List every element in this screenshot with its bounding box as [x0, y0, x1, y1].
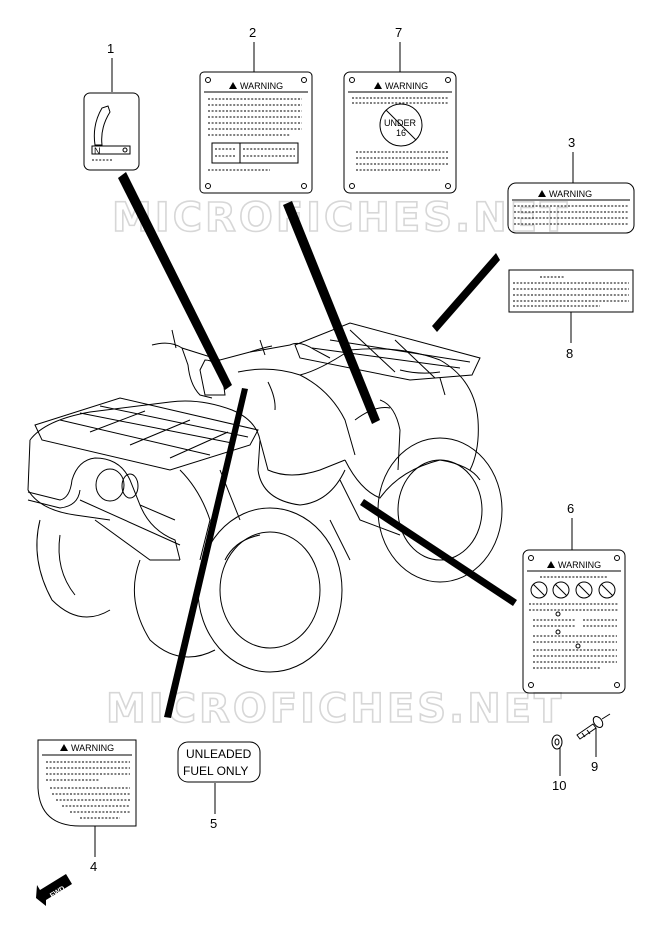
label-5-unleaded-fuel: UNLEADED FUEL ONLY [177, 741, 261, 783]
label-7-under-16: WARNING UNDER 16 [343, 71, 457, 194]
label-4-warning: WARNING [37, 739, 137, 827]
label-6-pictogram-warning: WARNING [522, 549, 626, 694]
atv-illustration [27, 322, 503, 673]
leader-bar-4 [164, 388, 248, 718]
callout-5: 5 [210, 816, 217, 831]
callout-4: 4 [90, 859, 97, 874]
under16-line1: UNDER [384, 118, 417, 128]
label-4-warning-title: WARNING [71, 743, 114, 753]
watermark-bottom: MICROFICHES.NET [106, 686, 564, 732]
label-1-shift-pattern: N [83, 92, 140, 171]
callout-1: 1 [107, 41, 114, 56]
callout-10: 10 [552, 778, 566, 793]
label-3-warning-title: WARNING [549, 189, 592, 199]
watermark-top: MICROFICHES.NET [112, 195, 570, 241]
label-7-warning-title: WARNING [385, 81, 428, 91]
callout-8: 8 [566, 346, 573, 361]
label-6-warning-title: WARNING [558, 560, 601, 570]
callout-3: 3 [568, 135, 575, 150]
part-9-rivet [576, 713, 611, 740]
fwd-arrow-icon: FWD [36, 874, 72, 906]
under16-line2: 16 [396, 128, 406, 138]
callout-9: 9 [591, 759, 598, 774]
callouts: 1 2 7 3 8 6 4 5 9 10 [90, 25, 598, 874]
callout-7: 7 [395, 25, 402, 40]
leader-bar-3 [432, 253, 500, 332]
callout-6: 6 [567, 501, 574, 516]
label-3-warning: WARNING [507, 182, 635, 234]
part-10-washer [551, 734, 563, 750]
label-8-info [508, 269, 634, 313]
fuel-label-line1: UNLEADED [186, 747, 252, 761]
leader-bar-2 [283, 201, 380, 424]
label-2-warning: WARNING [199, 71, 313, 194]
svg-text:N: N [94, 146, 101, 156]
callout-2: 2 [249, 25, 256, 40]
leader-bars [118, 172, 517, 718]
fuel-label-line2: FUEL ONLY [183, 764, 248, 778]
leader-bar-6 [360, 499, 517, 606]
label-2-warning-title: WARNING [240, 81, 283, 91]
leader-bar-1 [118, 172, 232, 390]
